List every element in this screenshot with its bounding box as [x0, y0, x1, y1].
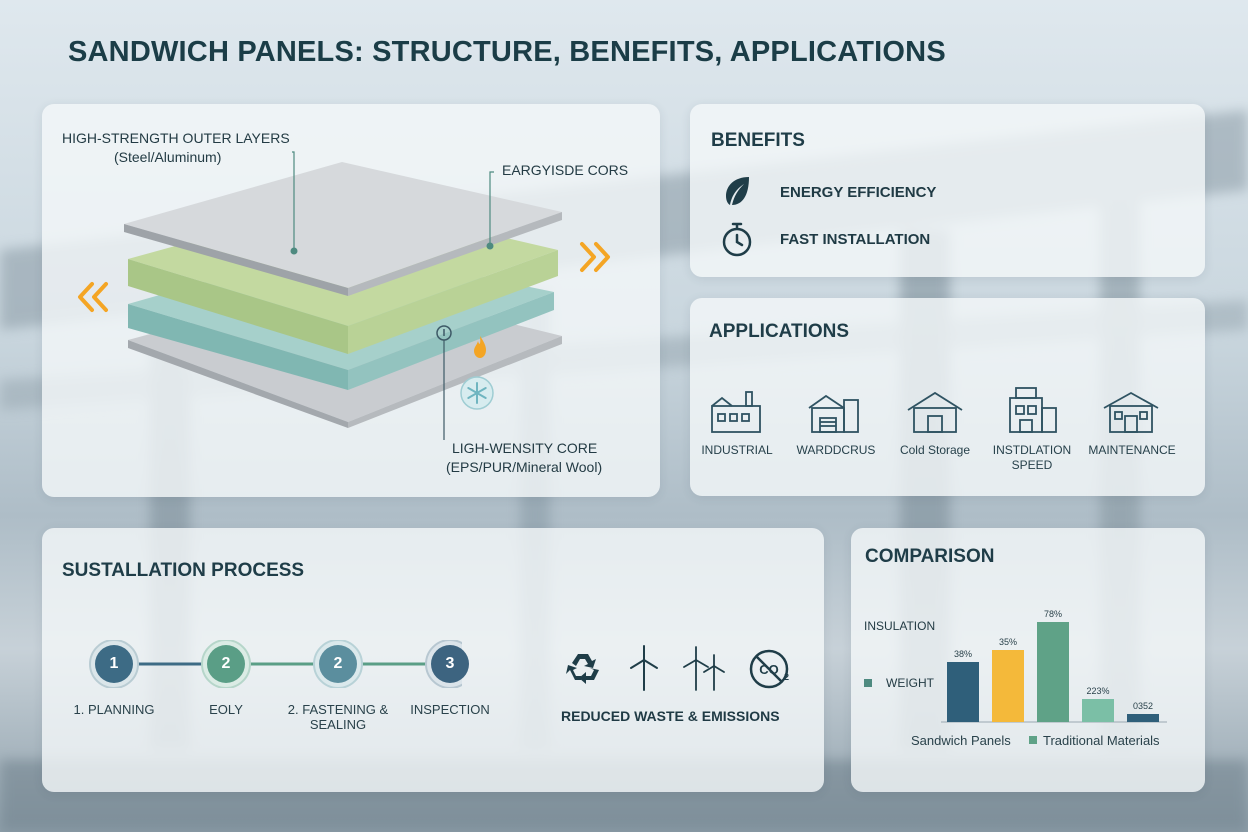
process-connector-lines	[89, 640, 462, 688]
application-cold-storage: Cold Storage	[899, 443, 971, 457]
application-installation-speed: INSTDLATION SPEED	[992, 443, 1072, 472]
svg-text:2: 2	[784, 672, 789, 682]
step-2-circle: 2	[207, 645, 245, 683]
comparison-card: COMPARISON INSULATION WEIGHT 38% 35% 78% 22…	[851, 528, 1205, 792]
leaf-icon	[726, 177, 749, 205]
step-2-label: EOLY	[209, 702, 243, 717]
right-double-chevron-icon	[580, 242, 610, 272]
bar-2-label: 35%	[999, 637, 1017, 647]
stopwatch-icon	[722, 222, 752, 257]
benefits-heading: BENEFITS	[711, 130, 805, 151]
core-material: (EPS/PUR/Mineral Wool)	[446, 459, 603, 475]
bar-4-label: 223%	[1086, 686, 1109, 696]
warehouse-icon	[808, 394, 859, 433]
bar-5	[1127, 714, 1159, 722]
cold-storage-icon	[907, 391, 963, 433]
applications-card: APPLICATIONS INDUSTRIAL WARDDCRUS Cold S…	[690, 298, 1205, 496]
legend-item-1: Sandwich Panels	[911, 733, 1011, 748]
comparison-bar-chart: 38% 35% 78% 223% 0352 Sandwich Panels Traditi…	[911, 609, 1167, 748]
comparison-heading: COMPARISON	[865, 546, 995, 567]
row-label-weight: WEIGHT	[886, 676, 934, 690]
applications-heading: APPLICATIONS	[709, 321, 850, 342]
step-4-circle: 3	[431, 645, 469, 683]
core-label-bottom: LIGH-WENSITY CORE	[452, 440, 598, 456]
house-icon	[1103, 391, 1159, 433]
factory-icon	[711, 391, 761, 433]
benefits-card: BENEFITS ENERGY EFFICIENCY FAST INSTALLA…	[690, 104, 1205, 277]
bar-1	[947, 662, 979, 722]
installation-process-card: SUSTALLATION PROCESS 1 2 2 3 1. PLANNING…	[42, 528, 824, 792]
weight-marker	[864, 679, 872, 687]
benefit-energy-efficiency: ENERGY EFFICIENCY	[780, 184, 937, 201]
installation-building-icon	[1009, 387, 1057, 433]
outer-layers-material: (Steel/Aluminum)	[114, 149, 222, 165]
recycle-icon	[566, 654, 599, 684]
left-double-chevron-icon	[78, 282, 108, 312]
application-maintenance: MAINTENANCE	[1088, 443, 1176, 457]
structure-card: HIGH-STRENGTH OUTER LAYERS (Steel/Alumin…	[42, 104, 660, 497]
legend-item-2: Traditional Materials	[1043, 733, 1160, 748]
legend-swatch-2	[1029, 736, 1037, 744]
page-title: SANDWICH PANELS: STRUCTURE, BENEFITS, AP…	[68, 36, 946, 68]
benefit-fast-installation: FAST INSTALLATION	[780, 231, 931, 248]
core-label-top: EARGYISDE CORS	[502, 162, 629, 178]
process-heading: SUSTALLATION PROCESS	[62, 560, 305, 581]
outer-layers-label: HIGH-STRENGTH OUTER LAYERS	[62, 130, 290, 146]
top-metal-sheet	[124, 162, 562, 288]
row-label-insulation: INSULATION	[864, 619, 936, 633]
step-3-circle: 2	[319, 645, 357, 683]
bar-3-label: 78%	[1044, 609, 1062, 619]
application-industrial: INDUSTRIAL	[701, 443, 773, 457]
panel-layers-diagram	[124, 151, 562, 440]
flame-icon	[474, 336, 486, 358]
bar-1-label: 38%	[954, 649, 972, 659]
step-4-label: INSPECTION	[410, 702, 490, 717]
step-1-label: 1. PLANNING	[73, 702, 155, 717]
bar-3	[1037, 622, 1069, 722]
step-3-label: 2. FASTENING & SEALING	[287, 702, 389, 732]
bar-4	[1082, 699, 1114, 722]
wind-turbines-icon	[683, 646, 725, 691]
snowflake-icon	[460, 376, 494, 410]
step-1-circle: 1	[95, 645, 133, 683]
bar-5-label: 0352	[1133, 701, 1153, 711]
application-warehouse: WARDDCRUS	[796, 443, 876, 457]
wind-turbine-icon	[630, 645, 658, 691]
bar-2	[992, 650, 1024, 722]
eco-caption: REDUCED WASTE & EMISSIONS	[561, 708, 780, 724]
no-co2-icon: CO 2	[749, 649, 789, 689]
